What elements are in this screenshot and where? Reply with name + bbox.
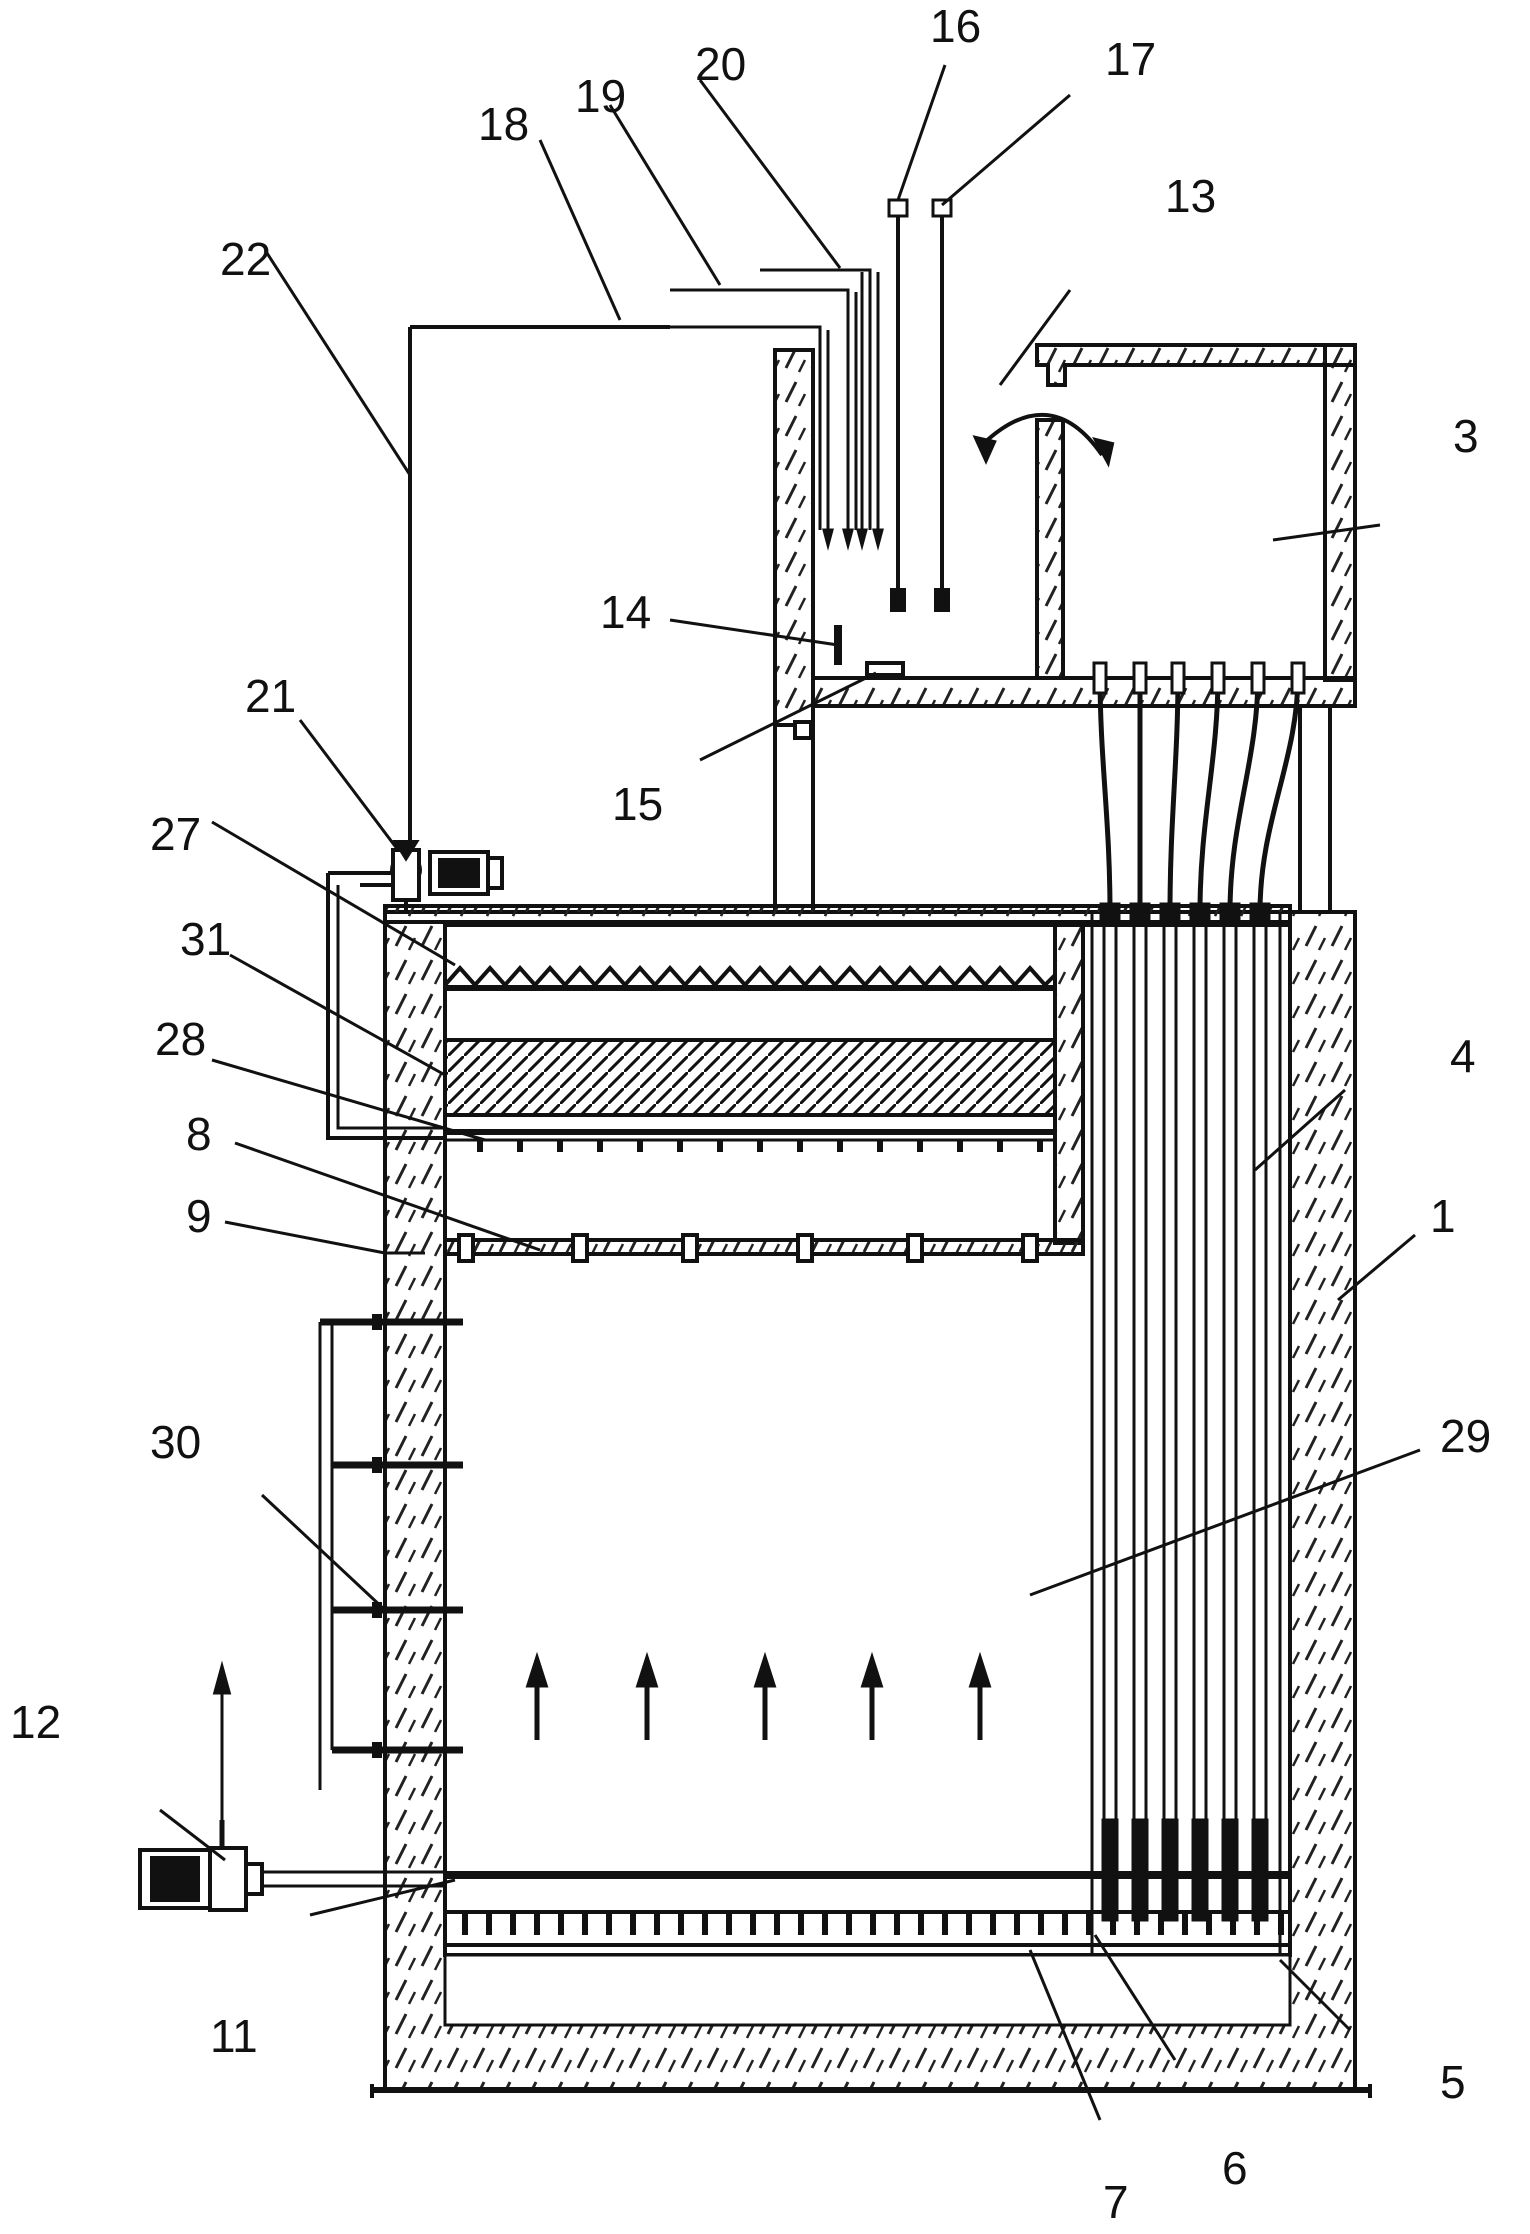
label-7: 7 bbox=[1103, 2176, 1129, 2228]
tube-bottom bbox=[1161, 1818, 1179, 1922]
side-manifold bbox=[318, 1314, 463, 1790]
label-29: 29 bbox=[1440, 1410, 1491, 1462]
tube-hose bbox=[1227, 674, 1261, 913]
flow-arrows bbox=[212, 1651, 992, 1870]
label-20: 20 bbox=[695, 38, 746, 90]
label-17: 17 bbox=[1105, 33, 1156, 85]
tube-fitting bbox=[1099, 902, 1121, 924]
upper-chamber bbox=[383, 343, 1357, 924]
tube-fitting bbox=[1189, 902, 1211, 924]
label-14: 14 bbox=[600, 586, 651, 638]
part-labels: 1 3 4 5 6 7 8 9 11 12 13 14 15 16 17 18 … bbox=[10, 0, 1491, 2228]
tube-fitting bbox=[1219, 902, 1241, 924]
tube-hose bbox=[1167, 674, 1181, 913]
label-21: 21 bbox=[245, 670, 296, 722]
tube-bottom bbox=[1221, 1818, 1239, 1922]
label-9: 9 bbox=[186, 1190, 212, 1242]
sensor-probes bbox=[887, 198, 953, 612]
tube-inlet bbox=[1250, 661, 1266, 695]
label-4: 4 bbox=[1450, 1030, 1476, 1082]
tube-hose bbox=[1257, 674, 1301, 913]
label-28: 28 bbox=[155, 1013, 206, 1065]
tube-bottom bbox=[1101, 1818, 1119, 1922]
tube-bottom bbox=[1191, 1818, 1209, 1922]
bottom-pump bbox=[138, 1820, 1290, 1947]
label-12: 12 bbox=[10, 1696, 61, 1748]
label-27: 27 bbox=[150, 808, 201, 860]
tube-hose bbox=[1097, 674, 1113, 913]
tube-fitting bbox=[1129, 902, 1151, 924]
label-6: 6 bbox=[1222, 2142, 1248, 2194]
label-13: 13 bbox=[1165, 170, 1216, 222]
tube-bottom bbox=[1251, 1818, 1269, 1922]
leader-lines bbox=[159, 64, 1421, 2121]
top-pump bbox=[326, 840, 504, 1140]
tube-bottom bbox=[1131, 1818, 1149, 1922]
upper-box bbox=[443, 923, 1085, 1263]
tube-bundle bbox=[1090, 661, 1306, 1955]
label-22: 22 bbox=[220, 233, 271, 285]
tube-fitting bbox=[1249, 902, 1271, 924]
tube-inlet bbox=[1210, 661, 1226, 695]
label-3: 3 bbox=[1453, 410, 1479, 462]
label-8: 8 bbox=[186, 1108, 212, 1160]
label-30: 30 bbox=[150, 1416, 201, 1468]
gas-pipes bbox=[410, 268, 884, 551]
tube-inlet bbox=[1290, 661, 1306, 695]
label-18: 18 bbox=[478, 98, 529, 150]
tube-inlet bbox=[1132, 661, 1148, 695]
tube-hose bbox=[1197, 674, 1221, 913]
label-19: 19 bbox=[575, 70, 626, 122]
filter-layer bbox=[443, 1038, 1057, 1117]
tank-outline bbox=[408, 325, 670, 840]
label-16: 16 bbox=[930, 0, 981, 52]
label-1: 1 bbox=[1430, 1190, 1456, 1242]
serrated-plate bbox=[443, 964, 1057, 989]
tube-fitting bbox=[1159, 902, 1181, 924]
label-11: 11 bbox=[210, 2010, 258, 2062]
tube-inlet bbox=[1170, 661, 1186, 695]
label-5: 5 bbox=[1440, 2056, 1466, 2108]
label-31: 31 bbox=[180, 913, 231, 965]
tube-inlet bbox=[1092, 661, 1108, 695]
label-15: 15 bbox=[612, 778, 663, 830]
